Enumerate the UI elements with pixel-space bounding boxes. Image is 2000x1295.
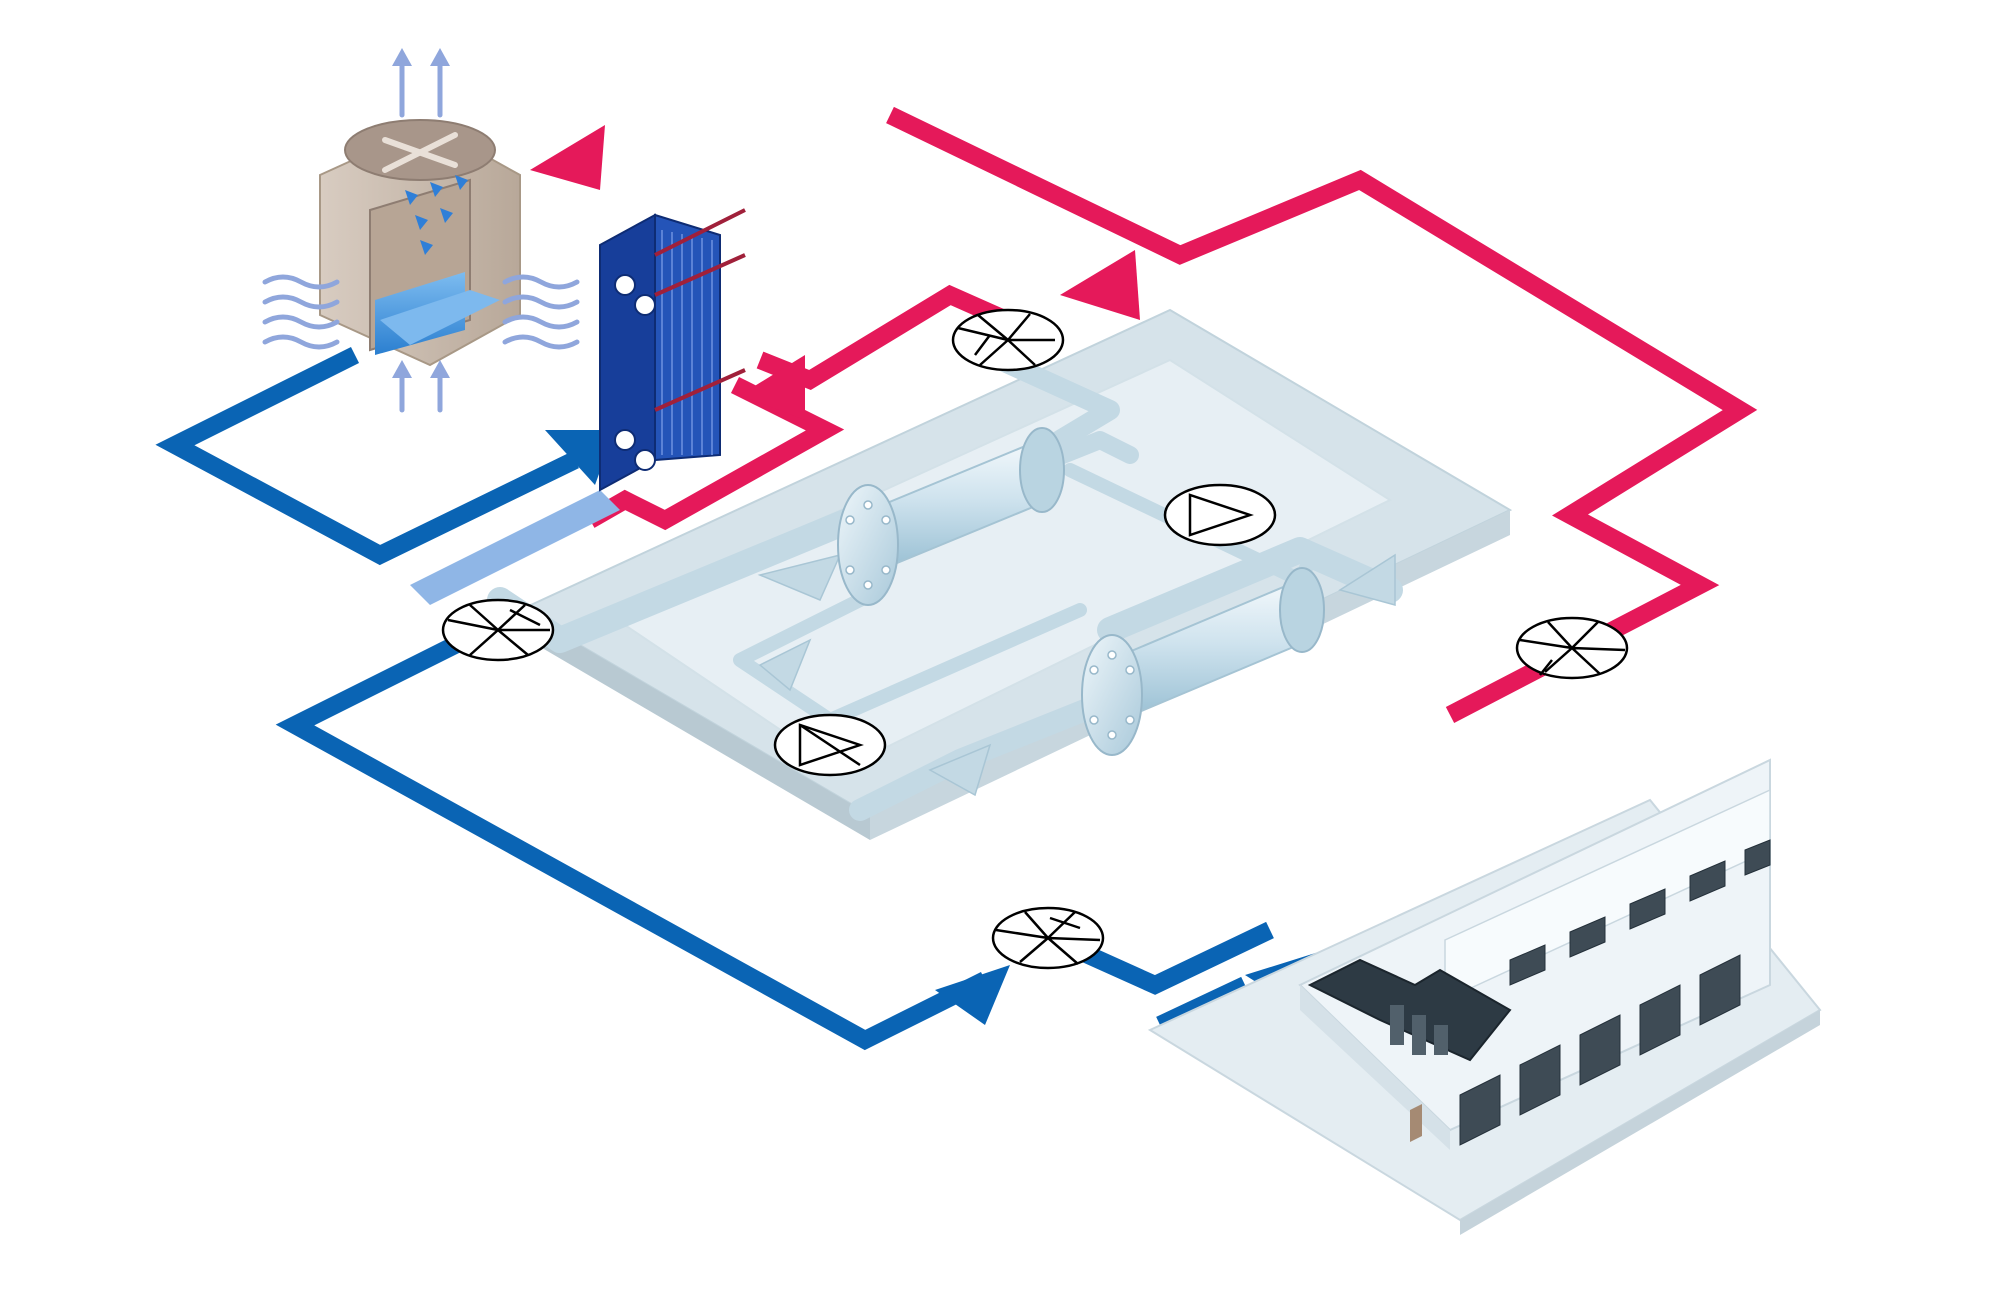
air-arrow-heads — [392, 48, 450, 378]
plate-heat-exchanger-icon — [599, 208, 746, 492]
three-way-valve-icon[interactable] — [441, 598, 555, 662]
three-way-valve-icon[interactable] — [1515, 616, 1629, 680]
air-flow-icon — [262, 57, 580, 413]
valves-group — [441, 308, 1629, 970]
three-way-valve-icon[interactable] — [991, 906, 1105, 970]
cooling-tower-icon — [319, 119, 521, 367]
pumps-group — [773, 483, 1277, 777]
chiller-flow-arrows — [757, 553, 1396, 797]
three-way-valve-icon[interactable] — [951, 308, 1065, 372]
pump-icon[interactable] — [773, 713, 887, 777]
chiller-vessel-upper — [837, 427, 1065, 606]
chiller-vessel-lower — [1081, 567, 1325, 756]
hot-water-arrows — [530, 125, 1140, 420]
data-center-building-icon — [1147, 758, 1822, 1235]
pump-icon[interactable] — [1163, 483, 1277, 547]
return-to-exchanger-pipe — [410, 490, 620, 605]
door-icon — [1410, 1104, 1422, 1142]
